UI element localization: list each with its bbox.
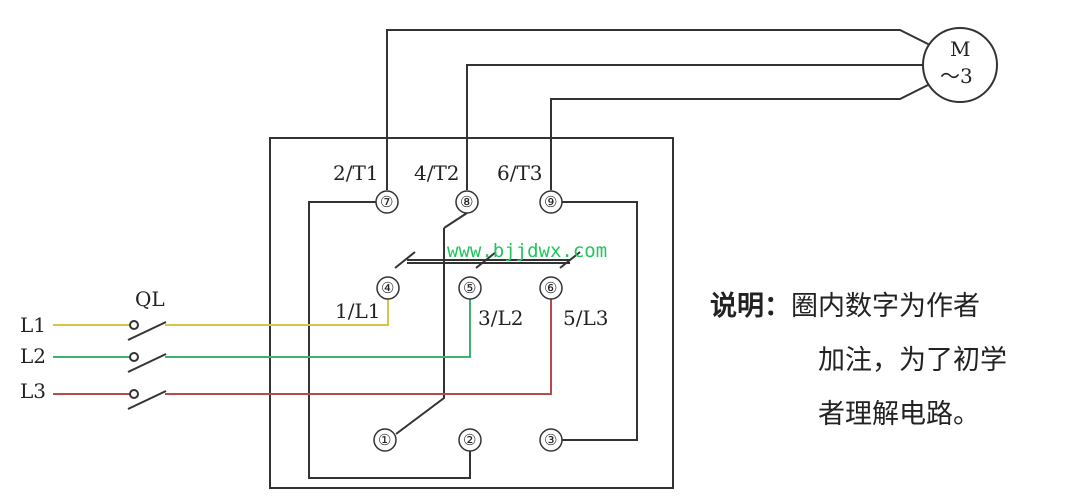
switch-enclosure <box>269 137 674 489</box>
circle-number-8: ⑧ <box>460 193 473 211</box>
terminal-label-5L3: 5/L3 <box>563 306 608 330</box>
circle-number-2: ② <box>463 431 476 449</box>
note-line-3: 者理解电路。 <box>818 399 980 430</box>
terminal-label-2T1: 2/T1 <box>333 161 379 185</box>
note-line-1: 圈内数字为作者 <box>791 291 980 322</box>
note-row-1: 说明：圈内数字为作者 <box>710 280 1070 334</box>
phase-wire-L1 <box>53 299 389 326</box>
circle-number-5: ⑤ <box>463 279 476 297</box>
circle-number-7: ⑦ <box>380 193 393 211</box>
explanation-note: 说明：圈内数字为作者 加注，为了初学 者理解电路。 <box>710 280 1070 442</box>
terminal-label-6T3: 6/T3 <box>497 161 543 185</box>
circle-number-1: ① <box>378 431 391 449</box>
phase-wire-L3 <box>53 299 552 395</box>
phase-wire-L2 <box>53 299 471 358</box>
note-title: 说明： <box>710 291 791 322</box>
terminal-label-4T2: 4/T2 <box>414 161 460 185</box>
circle-number-6: ⑥ <box>544 279 557 297</box>
terminal-circles <box>373 190 563 452</box>
line-label-L3: L3 <box>20 379 46 403</box>
switch-label: QL <box>135 287 165 311</box>
internal-wires <box>308 201 638 479</box>
switch-blades <box>127 320 167 410</box>
contact-linkage <box>394 251 581 269</box>
motor-symbol <box>922 27 998 103</box>
motor-label-bottom: ～3 <box>940 64 973 88</box>
motor-wires <box>386 29 931 190</box>
terminal-label-1L1: 1/L1 <box>335 299 380 323</box>
line-label-L1: L1 <box>20 313 46 337</box>
terminal-label-3L2: 3/L2 <box>478 306 523 330</box>
circle-number-4: ④ <box>381 279 394 297</box>
note-line-2: 加注，为了初学 <box>818 345 1007 376</box>
motor-label-top: M <box>950 37 970 61</box>
watermark: www.bjjdwx.com <box>447 240 607 262</box>
line-label-L2: L2 <box>20 344 46 368</box>
circle-number-3: ③ <box>544 431 557 449</box>
circle-number-9: ⑨ <box>544 193 557 211</box>
